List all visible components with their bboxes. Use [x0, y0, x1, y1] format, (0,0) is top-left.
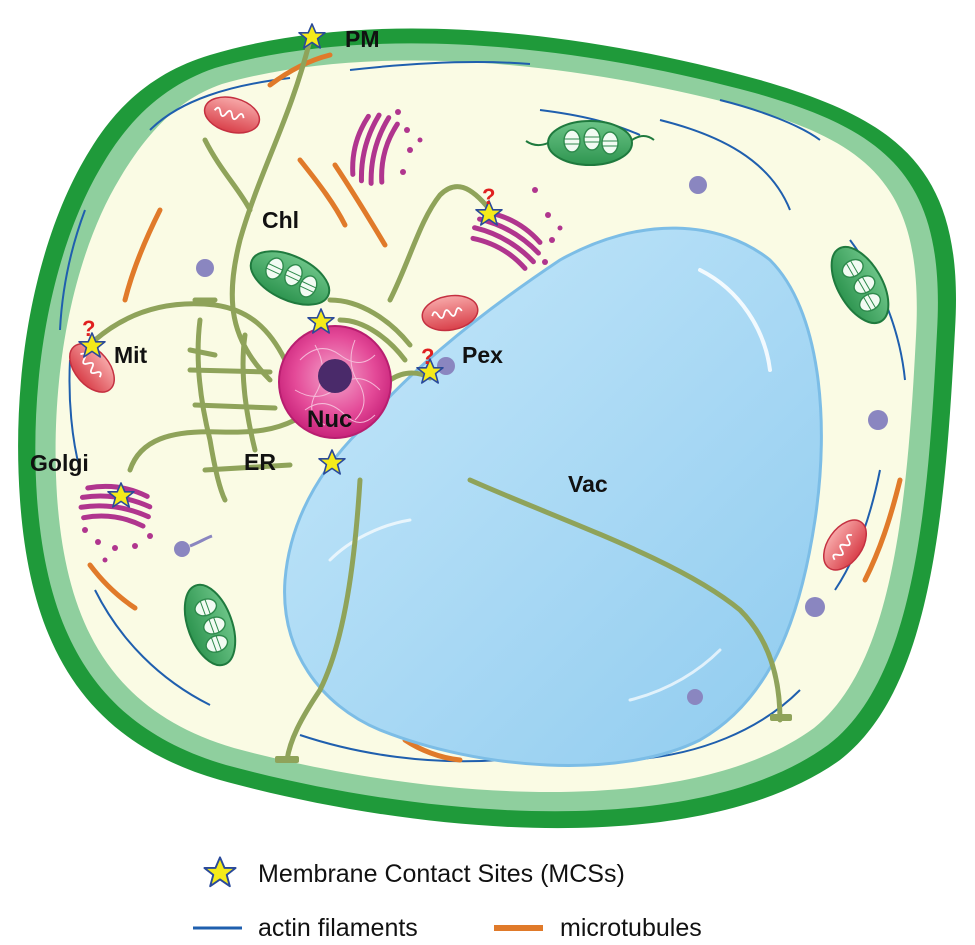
nucleolus [318, 359, 352, 393]
question-mark-mit: ? [82, 316, 95, 341]
label-pm: PM [345, 26, 380, 52]
label-golgi: Golgi [30, 450, 89, 476]
legend-actin-label: actin filaments [258, 914, 418, 942]
label-chl: Chl [262, 207, 299, 233]
legend-mcs-label: Membrane Contact Sites (MCSs) [258, 860, 625, 888]
legend: Membrane Contact Sites (MCSs) actin fila… [193, 856, 702, 942]
golgi-top-vesicles [395, 109, 423, 175]
vesicle-budding [174, 534, 213, 557]
chloroplast-top-right [525, 120, 655, 166]
actin-filaments [59, 61, 906, 763]
microtubules [87, 52, 903, 763]
label-er: ER [244, 449, 276, 475]
question-mark-golgi: ? [482, 184, 495, 209]
golgi-right-vesicles [532, 187, 563, 265]
label-mit: Mit [114, 342, 148, 368]
label-pex: Pex [462, 342, 503, 368]
endoplasmic-reticulum [92, 37, 783, 763]
label-nuc: Nuc [307, 406, 352, 433]
legend-mcs-star [203, 856, 237, 888]
er-anchors [275, 714, 792, 763]
label-vac: Vac [568, 471, 608, 497]
legend-microtubules-label: microtubules [560, 914, 702, 942]
peroxisomes [196, 176, 888, 705]
vacuole [283, 226, 823, 767]
nucleus [278, 325, 392, 439]
golgi-left-vesicles [82, 527, 153, 563]
question-mark-pex: ? [421, 344, 434, 369]
